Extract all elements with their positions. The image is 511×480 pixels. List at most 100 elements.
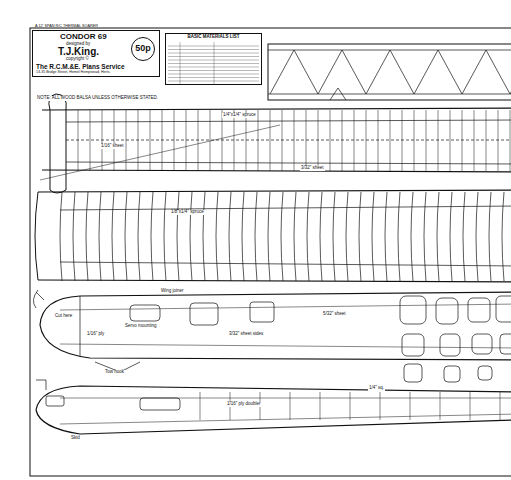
- rib-stroke: [502, 192, 504, 281]
- plan-stroke: [414, 50, 438, 94]
- rib-stroke: [138, 192, 140, 281]
- plan-stroke: [138, 110, 139, 171]
- rib-stroke: [177, 192, 179, 281]
- rib-stroke: [320, 192, 322, 281]
- rib-stroke: [99, 192, 101, 281]
- plan-stroke: [200, 392, 201, 420]
- plan-stroke: [168, 67, 259, 68]
- rib-stroke: [73, 192, 75, 281]
- rib-stroke: [203, 192, 205, 281]
- callout-label: Servo mounting: [124, 324, 158, 329]
- rib-stroke: [398, 192, 400, 281]
- rib-stroke: [294, 192, 296, 281]
- plan-stroke: [470, 392, 471, 420]
- plan-stroke: [126, 110, 127, 171]
- rib-stroke: [476, 192, 478, 281]
- plan-stroke: [282, 110, 283, 171]
- price-circle: 50p: [131, 37, 155, 61]
- plan-title: CONDOR 69: [60, 33, 107, 41]
- plan-stroke: [222, 110, 223, 171]
- rib-stroke: [333, 192, 335, 281]
- callout-label: 1/4"x1/4" spruce: [222, 113, 257, 118]
- title-heading-holder: CONDOR 69: [60, 33, 107, 41]
- rib-stroke: [424, 192, 426, 281]
- rib-stroke: [489, 192, 491, 281]
- plan-stroke: [462, 110, 463, 171]
- plan-stroke: [290, 392, 291, 420]
- callout-label: 1/16" ply: [86, 332, 105, 337]
- plan-stroke: [168, 63, 259, 64]
- plan-stroke: [438, 50, 462, 94]
- callout-label: 1/4" sq.: [368, 386, 385, 391]
- callout-label: 1/16" ply doubler: [226, 402, 262, 407]
- plan-stroke: [440, 392, 441, 420]
- plan-stroke: [330, 110, 331, 171]
- callout-label: A 12' SPAN R/C THERMAL SOARER: [34, 24, 99, 28]
- callout-label: 3/32" sheet sides: [228, 332, 264, 337]
- plan-stroke: [258, 110, 259, 171]
- rib-stroke: [242, 192, 244, 281]
- plan-stroke: [168, 60, 259, 61]
- title-text: copyright ©: [66, 57, 156, 62]
- plan-stroke: [168, 53, 259, 54]
- plan-stroke: [168, 77, 259, 78]
- rib-stroke: [151, 192, 153, 281]
- rib-stroke: [372, 192, 374, 281]
- plan-stroke: [500, 392, 501, 420]
- title-text: The R.C.M.&E. Plans Service: [36, 64, 156, 71]
- rib-stroke: [164, 192, 166, 281]
- plan-stroke: [214, 42, 215, 84]
- plan-stroke: [270, 110, 271, 171]
- plan-stroke: [168, 81, 259, 82]
- plan-stroke: [306, 110, 307, 171]
- plan-stroke: [380, 392, 381, 420]
- plan-stroke: [318, 50, 342, 94]
- rib-stroke: [60, 192, 62, 281]
- plan-stroke: [294, 50, 318, 94]
- callout-label: 5/32" sheet: [322, 312, 347, 317]
- rib-stroke: [307, 192, 309, 281]
- plan-stroke: [426, 110, 427, 171]
- callout-label: Cut here: [54, 314, 73, 319]
- plan-stroke: [162, 110, 163, 171]
- rib-stroke: [450, 192, 452, 281]
- rib-stroke: [125, 192, 127, 281]
- callout-label: 1/8"x1/4" spruce: [170, 210, 205, 215]
- plan-stroke: [168, 70, 259, 71]
- plan-stroke: [198, 110, 199, 171]
- rib-stroke: [190, 192, 192, 281]
- callout-label: NOTE: ALL WOOD BALSA UNLESS OTHERWISE ST…: [36, 96, 159, 101]
- plan-stroke: [318, 110, 319, 171]
- table-heading: BASIC MATERIALS LIST: [166, 35, 261, 40]
- plan-stroke: [320, 392, 321, 420]
- rib-stroke: [268, 192, 270, 281]
- rib-stroke: [437, 192, 439, 281]
- plan-stroke: [78, 110, 79, 171]
- plan-stroke: [474, 110, 475, 171]
- plan-stroke: [342, 50, 366, 94]
- plan-stroke: [342, 110, 343, 171]
- title-block: designed byT.J.King.copyright ©The R.C.M…: [32, 30, 160, 77]
- plan-stroke: [246, 110, 247, 171]
- title-text: 13-35 Bridge Street, Hemel Hempstead, He…: [36, 71, 156, 75]
- plan-stroke: [350, 392, 351, 420]
- rib-stroke: [86, 192, 88, 281]
- plan-stroke: [390, 110, 391, 171]
- plan-stroke: [168, 56, 259, 57]
- plan-stroke: [186, 110, 187, 171]
- plan-stroke: [168, 46, 259, 47]
- callout-label: 1/16" sheet: [100, 144, 125, 149]
- callout-label: Skid: [70, 436, 81, 441]
- plan-stroke: [102, 110, 103, 171]
- plan-stroke: [450, 110, 451, 171]
- plan-stroke: [510, 50, 511, 94]
- rib-stroke: [359, 192, 361, 281]
- plan-stroke: [114, 110, 115, 171]
- plan-stroke: [150, 110, 151, 171]
- callout-label: Tow hook: [104, 370, 125, 375]
- rib-stroke: [411, 192, 413, 281]
- price-text: 50p: [135, 44, 151, 53]
- plan-stroke: [486, 110, 487, 171]
- rib-stroke: [346, 192, 348, 281]
